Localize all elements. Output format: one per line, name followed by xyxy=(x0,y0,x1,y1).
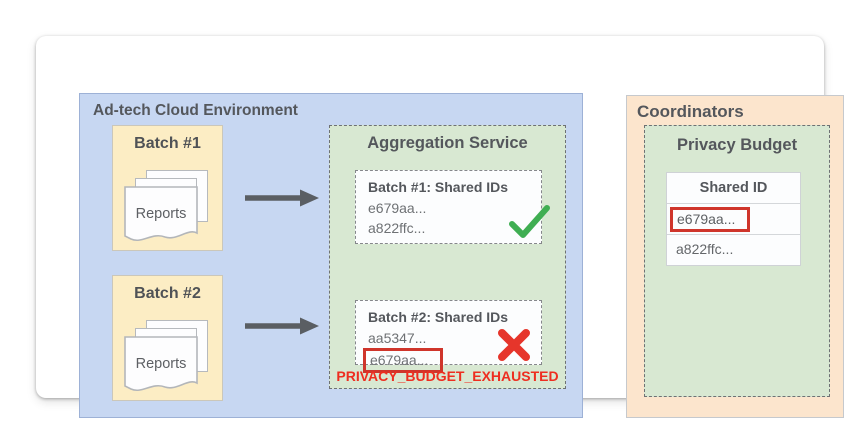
privacy-budget-box: Privacy Budget Shared ID e679aa... a822f… xyxy=(644,125,830,397)
reports-label: Reports xyxy=(135,356,187,372)
x-icon xyxy=(498,329,530,361)
shared-id: e679aa... xyxy=(368,200,427,216)
arrow-icon xyxy=(245,189,319,207)
batch-1-result-box: Batch #1: Shared IDs e679aa... a822ffc..… xyxy=(355,170,550,244)
flagged-shared-id: e679aa... xyxy=(670,206,751,232)
adtech-environment-title: Ad-tech Cloud Environment xyxy=(93,102,298,119)
shared-id-table: Shared ID e679aa... a822ffc... xyxy=(666,172,801,266)
arrow-icon xyxy=(245,317,319,335)
reports-stack-icon: Reports xyxy=(124,170,212,248)
table-row: a822ffc... xyxy=(676,241,734,257)
batch-1-group: Batch #1 Reports xyxy=(112,125,223,251)
table-row: e679aa... xyxy=(667,204,800,235)
batch-2-result-title: Batch #2: Shared IDs xyxy=(368,309,509,325)
reports-stack-icon: Reports xyxy=(124,320,212,398)
shared-id: aa5347... xyxy=(368,330,427,346)
check-icon xyxy=(509,205,550,238)
report-sheet-front xyxy=(124,336,198,391)
flagged-shared-id: e679aa... xyxy=(363,348,444,373)
batch-1-label: Batch #1 xyxy=(134,135,201,152)
batch-2-label: Batch #2 xyxy=(134,285,201,302)
privacy-budget-title: Privacy Budget xyxy=(676,136,798,154)
batch-2-group: Batch #2 Reports xyxy=(112,275,223,401)
privacy-budget-exhausted-label: PRIVACY_BUDGET_EXHAUSTED xyxy=(336,368,559,384)
reports-label: Reports xyxy=(135,206,187,222)
batch-2-result-box: Batch #2: Shared IDs aa5347... e679aa... xyxy=(355,300,542,373)
report-sheet-front xyxy=(124,186,198,241)
aggregation-service-title: Aggregation Service xyxy=(367,134,528,152)
shared-id: a822ffc... xyxy=(368,220,426,236)
coordinators-group: Coordinators Privacy Budget Shared ID e6… xyxy=(626,95,844,418)
adtech-cloud-environment: Ad-tech Cloud Environment Batch #1 Repor… xyxy=(79,93,583,418)
shared-id-table-header: Shared ID xyxy=(667,173,800,204)
diagram-card: Ad-tech Cloud Environment Batch #1 Repor… xyxy=(36,36,844,418)
shared-id-flagged-row: e679aa... xyxy=(363,348,541,373)
batch-1-result-title: Batch #1: Shared IDs xyxy=(368,179,509,195)
coordinators-title: Coordinators xyxy=(637,102,744,121)
aggregation-service: Aggregation Service Batch #1: Shared IDs… xyxy=(329,125,566,389)
